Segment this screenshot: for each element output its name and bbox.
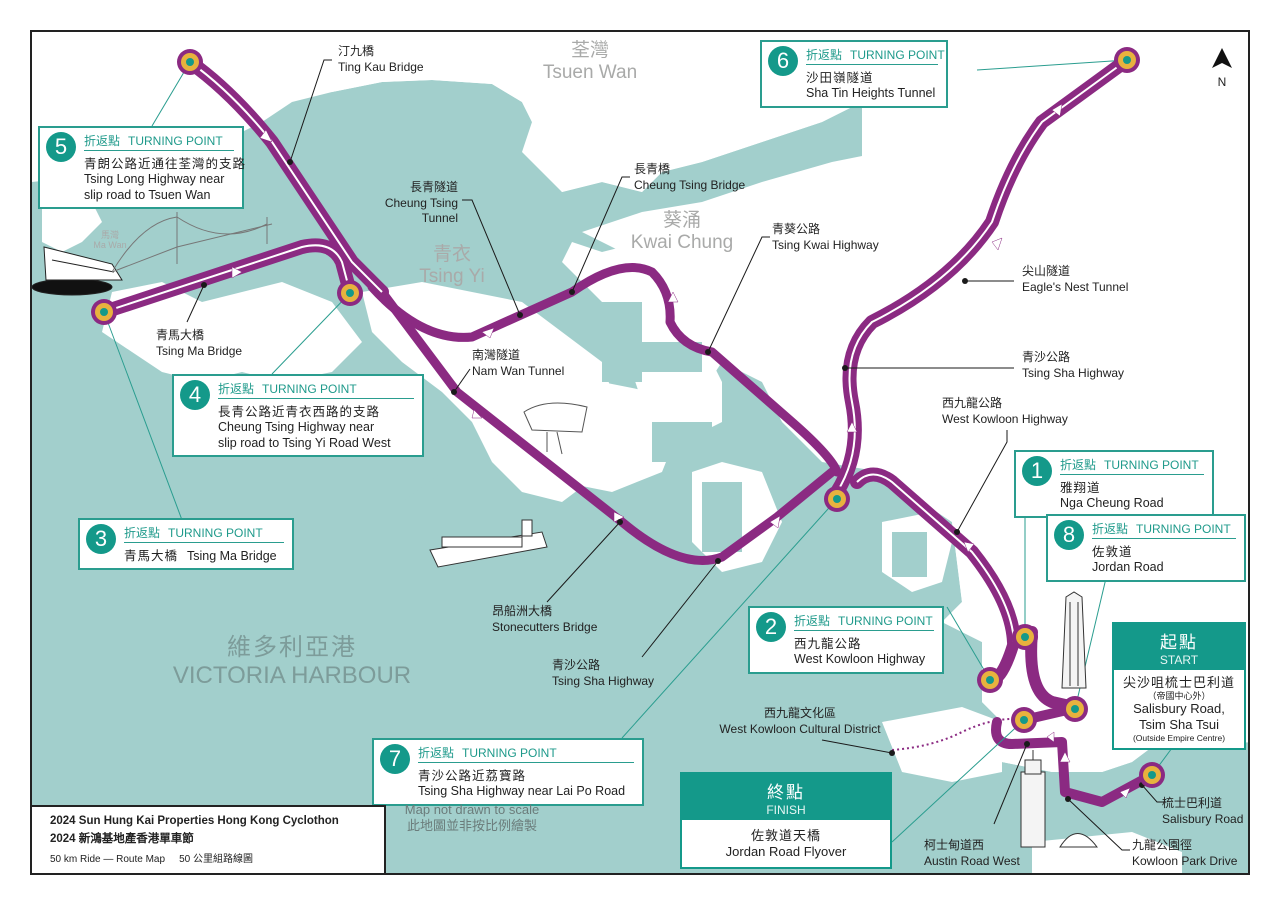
turning-point-number-badge: 5 [46,132,76,162]
finish-card: 終點 FINISH 佐敦道天橋 Jordan Road Flyover [680,772,892,870]
tp5-marker [177,49,203,75]
north-arrow-icon [1212,48,1232,68]
area-label-tsuen-wan: 荃灣 Tsuen Wan [542,40,638,83]
tsing-ma-bridge-illustration [111,212,273,273]
scale-note: Map not drawn to scale 此地圖並非按比例繪製 [404,802,540,834]
area-label-ma-wan: 馬灣 Ma Wan [93,230,127,251]
event-title-zh: 2024 新鴻基地產香港單車節 [50,833,194,845]
turning-point-number-badge: 1 [1022,456,1052,486]
turning-point-number-badge: 4 [180,380,210,410]
area-label-tsing-yi: 青衣 Tsing Yi [419,244,485,287]
tp2-marker [977,667,1003,693]
tp1-marker [1012,624,1038,650]
turning-point-number-badge: 7 [380,744,410,774]
turning-point-markers [91,47,1165,788]
ferry-illustration [32,246,123,296]
direction-arrows [231,103,1131,799]
area-label-kwai-chung: 葵涌 Kwai Chung [630,210,734,253]
stadium-illustration [523,402,588,455]
turning-point-number-badge: 6 [768,46,798,76]
turning-point-number-badge: 2 [756,612,786,642]
turning-point-number-badge: 3 [86,524,116,554]
finish-marker [1011,707,1037,733]
space-museum-illustration [1059,833,1098,848]
compass: N [1210,46,1234,89]
tp7-marker [824,486,850,512]
wkcd-dotted-path [891,718,1011,751]
route-subtitle-zh: 50 公里組路線圖 [179,854,253,865]
tp4-marker [337,280,363,306]
container-piers [602,302,927,577]
tp6-marker [1114,47,1140,73]
icc-tower-illustration [1061,591,1087,689]
map-canvas [32,32,1248,873]
road-leader-lines [186,59,1164,851]
start-marker [1139,762,1165,788]
container-ship-illustration [429,519,548,568]
start-card: 起點 START 尖沙咀梳士巴利道 （帝國中心外） Salisbury Road… [1112,622,1246,750]
map-title-box: 2024 Sun Hung Kai Properties Hong Kong C… [32,805,386,873]
event-title-en: 2024 Sun Hung Kai Properties Hong Kong C… [50,815,339,827]
tp3-marker [91,299,117,325]
route-map: 荃灣 Tsuen Wan 青衣 Tsing Yi 葵涌 Kwai Chung 馬… [30,30,1250,875]
route-subtitle-en: 50 km Ride — Route Map [50,854,166,865]
area-label-victoria-harbour: 維多利亞港 VICTORIA HARBOUR [172,634,412,689]
turning-point-number-badge: 8 [1054,520,1084,550]
clock-tower-illustration [1020,750,1046,848]
tp8-marker [1062,696,1088,722]
